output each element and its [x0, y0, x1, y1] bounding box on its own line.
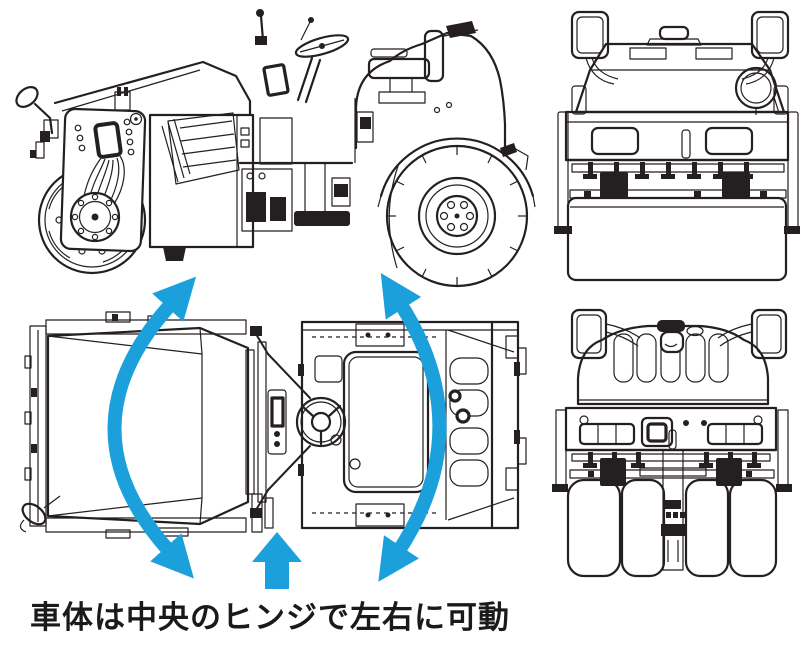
rear-tires: [566, 478, 778, 578]
headlight-left: [590, 126, 640, 156]
rotation-arrow-right-icon: [378, 272, 447, 582]
front-drum: [37, 107, 147, 275]
front-drum-face: [566, 196, 788, 282]
rotation-arrow-left-icon: [107, 276, 197, 579]
headlight-right: [704, 126, 754, 156]
front-view-drawing: [554, 10, 800, 282]
rear-cowl: [354, 21, 536, 208]
top-rear-section: [298, 320, 527, 530]
rear-wheel: [385, 143, 529, 288]
tail-light-right: [706, 422, 764, 446]
articulation-hinge: [245, 326, 311, 533]
undercarriage: [238, 98, 356, 232]
top-view-drawing: [19, 311, 527, 539]
side-mirror: [15, 86, 59, 159]
rear-body-band: [564, 406, 778, 452]
rear-mirrors: [570, 308, 788, 360]
rear-view-drawing: [552, 308, 792, 578]
hitch-column: [639, 449, 707, 571]
steering-wheel-side: [294, 34, 350, 58]
tail-light-left: [578, 422, 636, 446]
caption-text: 車体は中央のヒンジで左右に可動: [30, 600, 510, 635]
driver-seat: [367, 29, 445, 104]
work-light: [734, 66, 780, 115]
rotation-arrows: [107, 272, 447, 589]
front-hood: [53, 60, 252, 117]
engine-body: [148, 112, 255, 261]
control-console: [255, 9, 322, 165]
engine-hood-rear: [576, 320, 770, 406]
side-view-drawing: [15, 9, 536, 288]
hinge-up-arrow-icon: [252, 532, 302, 589]
steering-wheel-top: [295, 396, 347, 448]
